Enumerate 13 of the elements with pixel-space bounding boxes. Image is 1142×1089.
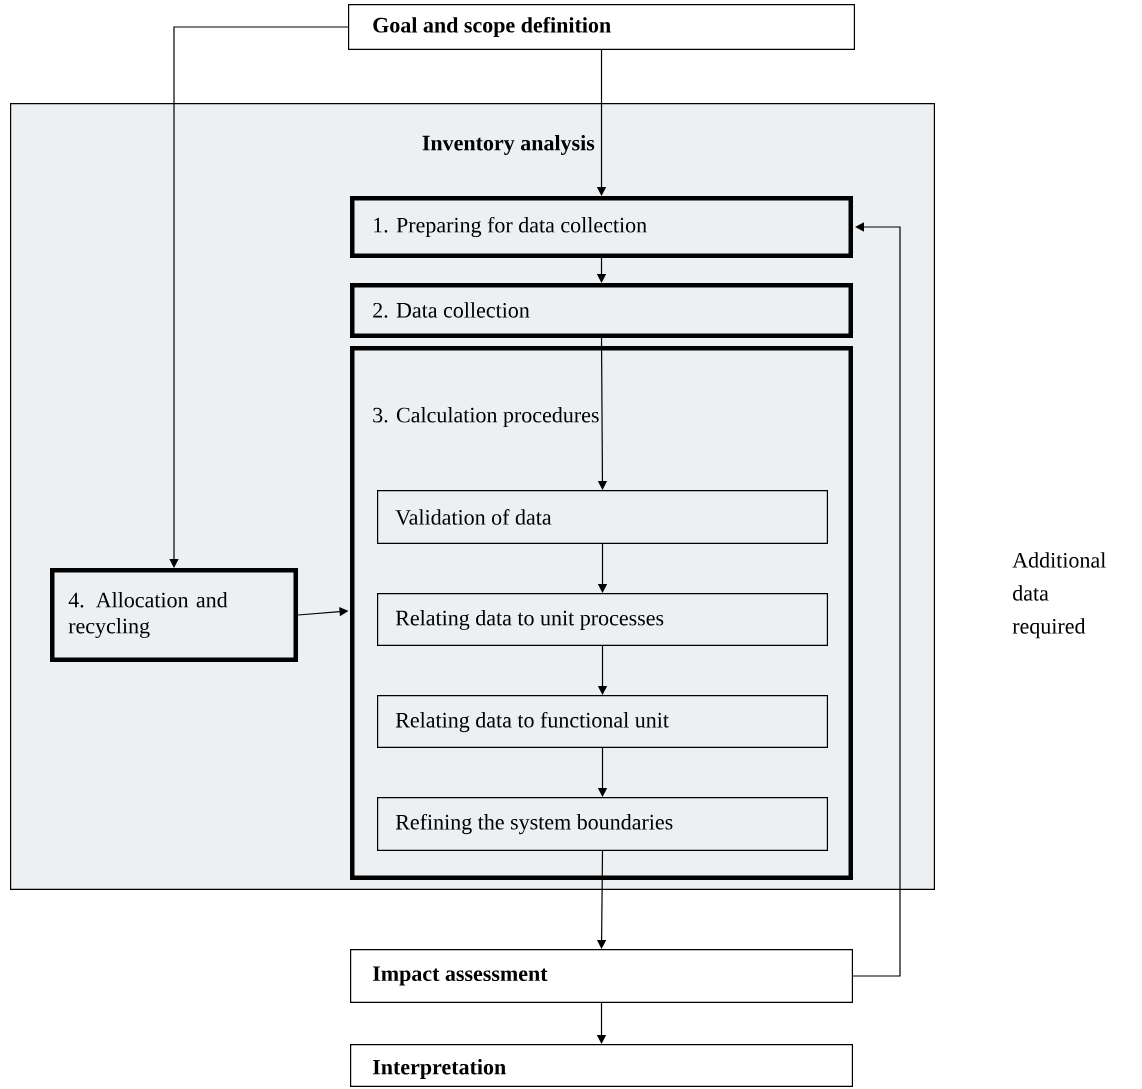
process-box: Validation of data — [377, 490, 828, 544]
arrow — [852, 222, 901, 977]
arrow — [169, 26, 349, 568]
step-box: 1. Preparing for data collection — [350, 196, 853, 258]
note: Additional data required — [1012, 552, 1106, 639]
process-box: Relating data to unit processes — [377, 593, 828, 646]
process-box: Refining the system boundaries — [377, 797, 828, 851]
step-box: 4. Allocation and recycling — [50, 568, 298, 662]
step-box: 2. Data collection — [350, 283, 853, 338]
stage-box: Interpretation — [350, 1044, 853, 1087]
stage-box: Goal and scope definition — [348, 4, 855, 50]
stage-box: Impact assessment — [350, 949, 853, 1003]
process-box: Relating data to functional unit — [377, 695, 828, 748]
